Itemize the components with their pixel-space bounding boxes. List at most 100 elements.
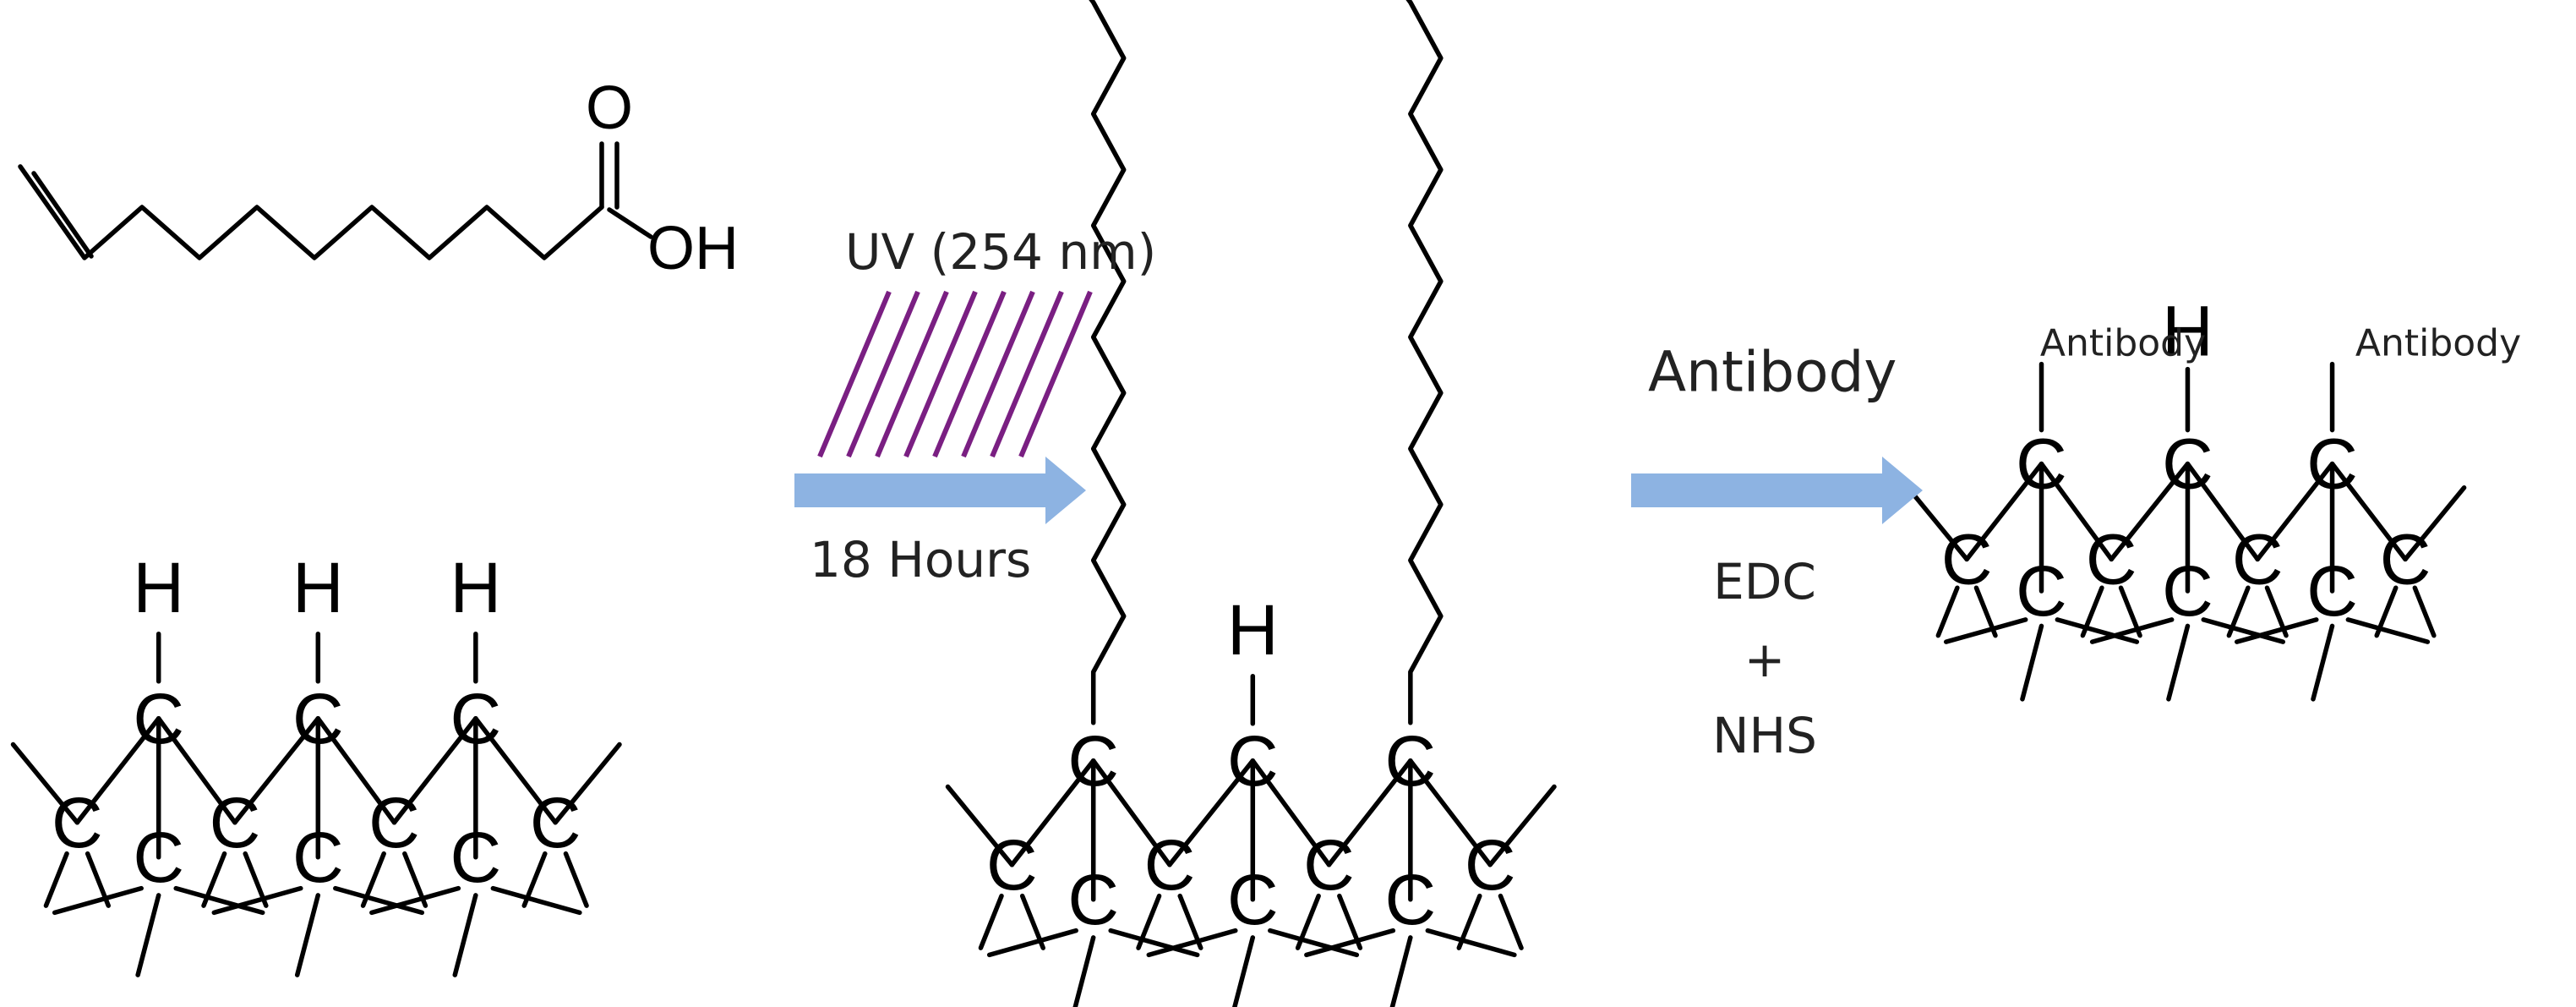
- reactant-hydroxyl-group: OH: [647, 215, 739, 282]
- reaction-arrow-1: [794, 457, 1086, 524]
- surface-mid-carbon-1-3: C: [530, 783, 581, 862]
- surface-bottom-carbon-1-0: C: [133, 818, 184, 897]
- left-h-atom-1: H: [292, 548, 344, 627]
- surface-mid-carbon-2-1: C: [1144, 825, 1196, 905]
- surface-bond-2-27: [1389, 935, 1413, 1007]
- surface-bond-1-1: [156, 716, 237, 825]
- surface-mid-carbon-3-1: C: [2086, 519, 2137, 599]
- surface-bond-2-22: [1146, 928, 1238, 958]
- surface-bond-2-9: [945, 784, 1015, 867]
- surface-bond-3-6: [2255, 461, 2335, 562]
- time-label: 18 Hours: [810, 531, 1031, 588]
- surface-bond-2-21: [1072, 935, 1096, 1007]
- surface-bond-1-25: [369, 885, 461, 916]
- surface-top-carbon-2-2: C: [1385, 721, 1437, 801]
- surface-bond-1-10: [553, 742, 622, 825]
- surface-mid-carbon-3-2: C: [2232, 519, 2284, 599]
- left-h-atom-0: H: [133, 548, 184, 627]
- surface-bond-3-22: [2089, 617, 2175, 644]
- surface-bond-3-9: [1905, 485, 1969, 562]
- surface-bond-1-7: [473, 716, 558, 825]
- surface-bond-2-4: [1250, 758, 1332, 867]
- surface-bond-3-21: [2020, 623, 2044, 702]
- surface-mid-carbon-3-3: C: [2380, 519, 2431, 599]
- surface-mid-carbon-2-2: C: [1303, 825, 1355, 905]
- surface-mid-carbon-2-0: C: [986, 825, 1038, 905]
- surface-bond-1-20: [173, 885, 265, 916]
- surface-bond-2-24: [1232, 935, 1256, 1007]
- surface-bond-1-21: [135, 893, 161, 977]
- surface-bond-1-19: [52, 885, 144, 916]
- surface-bond-2-6: [1326, 758, 1413, 867]
- surface-top-carbon-3-1: C: [2162, 424, 2213, 504]
- surface-top-carbon-2-0: C: [1067, 721, 1119, 801]
- surface-bottom-carbon-1-2: C: [450, 818, 502, 897]
- reaction-arrow-2: [1631, 457, 1923, 524]
- surface-bond-2-0: [1009, 758, 1096, 867]
- plus-label: +: [1744, 631, 1786, 688]
- product-antibody-label-2: Antibody: [2355, 322, 2521, 365]
- surface-bond-2-19: [986, 928, 1078, 958]
- surface-bond-3-11: [1935, 585, 1960, 638]
- surface-bottom-carbon-3-1: C: [2162, 551, 2213, 631]
- uv-line-4: [932, 290, 1007, 458]
- surface-bond-3-7: [2329, 461, 2408, 562]
- surface-bond-3-10: [2403, 485, 2467, 562]
- uv-irradiation-lines: [817, 290, 1093, 458]
- uv-line-3: [903, 290, 978, 458]
- surface-top-carbon-1-2: C: [450, 679, 502, 758]
- surface-bottom-carbon-2-1: C: [1227, 860, 1279, 939]
- surface-bond-2-10: [1487, 784, 1557, 867]
- surface-bond-3-18: [2412, 585, 2437, 638]
- surface-mid-carbon-1-2: C: [368, 783, 420, 862]
- right-h-atom: H: [2162, 292, 2213, 371]
- surface-bond-2-25: [1304, 928, 1396, 958]
- surface-bond-2-11: [978, 893, 1004, 950]
- middle-h-atom: H: [1227, 590, 1279, 670]
- surface-mid-carbon-1-0: C: [52, 783, 103, 862]
- surface-bond-1-6: [391, 716, 478, 825]
- surface-top-carbon-3-0: C: [2016, 424, 2067, 504]
- uv-line-2: [875, 290, 949, 458]
- surface-bond-1-22: [211, 885, 303, 916]
- edc-label: EDC: [1713, 553, 1816, 610]
- surface-bottom-carbon-3-0: C: [2016, 551, 2067, 631]
- reactant-carbonyl-oxygen: O: [586, 74, 633, 142]
- surface-bond-2-20: [1108, 928, 1200, 958]
- surface-bond-2-7: [1408, 758, 1493, 867]
- uv-line-0: [817, 290, 892, 458]
- bond-lines: [10, 0, 2467, 1007]
- surface-bond-3-0: [1964, 461, 2044, 562]
- surface-bond-2-1: [1090, 758, 1172, 867]
- surface-bond-1-26: [490, 885, 582, 916]
- surface-bond-1-23: [333, 885, 425, 916]
- surface-bond-1-24: [294, 893, 321, 977]
- product-antibody-label-1: Antibody: [2040, 322, 2206, 365]
- surface-bond-1-4: [315, 716, 397, 825]
- uv-line-6: [990, 290, 1064, 458]
- surface-bottom-carbon-2-0: C: [1067, 860, 1119, 939]
- surface-bond-3-4: [2185, 461, 2260, 562]
- surface-bottom-carbon-3-2: C: [2306, 551, 2358, 631]
- carbonyl-oxygen-2: O: [1285, 0, 1333, 6]
- surface-mid-carbon-1-1: C: [210, 783, 261, 862]
- carbonyl-oxygen-0: O: [969, 0, 1016, 6]
- surface-bond-2-3: [1167, 758, 1256, 867]
- surface-top-carbon-1-0: C: [133, 679, 184, 758]
- surface-bond-2-18: [1498, 893, 1524, 950]
- uv-line-1: [846, 290, 920, 458]
- surface-bond-1-11: [43, 851, 69, 908]
- uv-label: UV (254 nm): [845, 223, 1156, 281]
- uv-line-7: [1018, 290, 1093, 458]
- surface-top-carbon-1-1: C: [292, 679, 344, 758]
- surface-top-carbon-2-1: C: [1227, 721, 1279, 801]
- surface-bond-3-27: [2311, 623, 2335, 702]
- surface-bottom-carbon-2-2: C: [1385, 860, 1437, 939]
- surface-bond-3-23: [2201, 617, 2286, 644]
- surface-bond-3-25: [2235, 617, 2319, 644]
- atom-labels: CCCCCCCCCCHHHCCCCCCCCCCOOHOOHHCCCCCCCCCC…: [52, 0, 2431, 939]
- chain-bond-0: [1089, 0, 1127, 725]
- surface-bond-2-26: [1425, 928, 1517, 958]
- left-h-atom-2: H: [450, 548, 502, 627]
